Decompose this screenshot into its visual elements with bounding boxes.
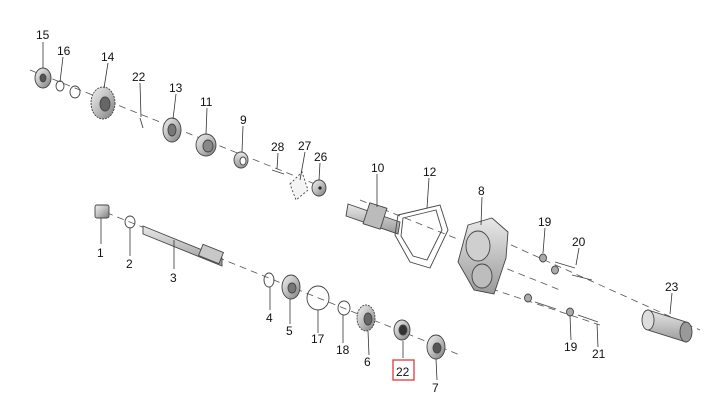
part-13-bearing	[162, 117, 182, 143]
callout-17: 18	[336, 343, 350, 357]
callout-19-bottom: 19	[564, 340, 578, 354]
callout-leaders	[42, 42, 673, 381]
part-28-screw	[271, 169, 285, 175]
callout-9: 9	[240, 113, 247, 127]
callout-14: 14	[101, 50, 115, 64]
callout-4: 4	[266, 311, 273, 325]
part-3-shaft	[142, 225, 225, 267]
part-fasteners	[524, 253, 599, 323]
callout-5: 5	[286, 324, 293, 338]
callout-13: 13	[169, 81, 183, 95]
part-1-bearing	[94, 204, 110, 219]
callout-8: 8	[478, 184, 485, 198]
callout-18: 17	[311, 332, 325, 346]
part-22-bearing	[393, 319, 411, 341]
part-4-ring	[263, 272, 275, 288]
part-17-ring	[337, 300, 351, 316]
callout-21: 21	[592, 347, 606, 361]
part-27-plate	[289, 171, 309, 201]
callout-3: 3	[170, 271, 177, 285]
part-26-collar	[311, 179, 327, 197]
part-10-shaft	[345, 202, 401, 235]
part-23-cylinder	[641, 309, 693, 343]
callout-20: 20	[572, 235, 586, 249]
part-6-gear	[356, 304, 376, 332]
part-5-bearing	[281, 274, 301, 300]
callout-11: 11	[200, 95, 213, 109]
highlight-box	[392, 359, 415, 381]
callout-labels: 15 16 14 22 13 11 9 28 27 26 10 12 8 19 …	[36, 28, 679, 395]
callout-19-top: 19	[538, 215, 552, 229]
callout-23: 23	[665, 280, 679, 294]
callout-10: 10	[371, 161, 385, 175]
callout-2: 2	[126, 257, 133, 271]
callout-27: 27	[298, 139, 312, 153]
callout-24: 22	[132, 70, 146, 84]
highlighted-callout-22[interactable]: 22	[392, 341, 415, 381]
part-12-gasket	[394, 204, 449, 269]
callout-7: 7	[432, 381, 439, 395]
part-24-pin	[139, 117, 144, 129]
callout-22: 22	[396, 365, 410, 379]
callout-1: 1	[97, 246, 104, 260]
part-8-housing	[457, 217, 509, 295]
callout-28: 28	[271, 140, 285, 154]
callout-15: 15	[36, 28, 50, 42]
part-11-bearing	[195, 133, 217, 157]
part-7-bearing	[426, 334, 446, 360]
part-16-ring	[55, 80, 81, 99]
callout-26: 26	[314, 150, 328, 164]
callout-6: 6	[364, 355, 371, 369]
part-9-bushing	[233, 151, 249, 169]
callout-16: 16	[57, 44, 71, 58]
part-14-gear	[90, 86, 116, 120]
part-15-bearing	[34, 67, 52, 89]
callout-12: 12	[423, 165, 437, 179]
